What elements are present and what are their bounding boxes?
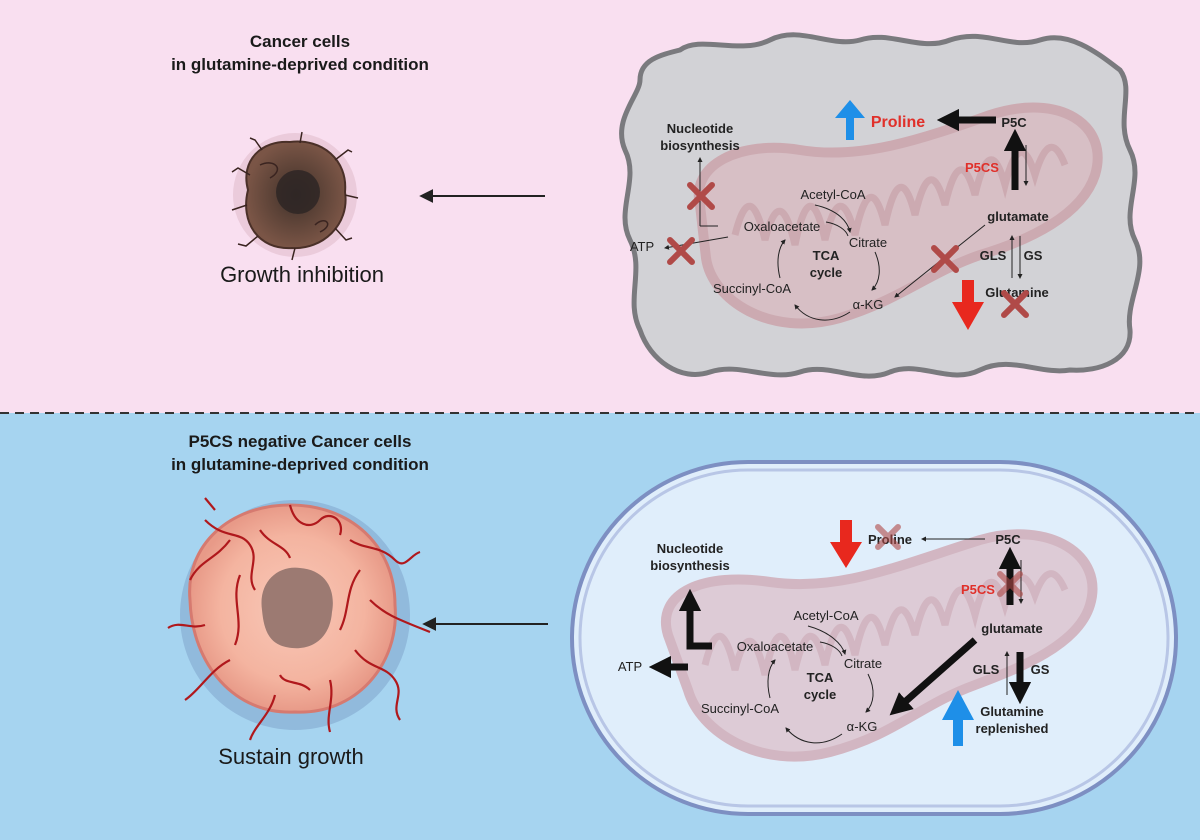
top-acetyl-to-citrate-arrow — [814, 204, 852, 233]
bottom-p5cs: P5CS — [961, 582, 995, 597]
top-oaa-to-citrate-arc — [825, 221, 849, 237]
bottom-proline-down-arrow — [830, 520, 862, 568]
top-nucleotide-inhibit-x — [687, 182, 715, 210]
bottom-p5c: P5C — [995, 532, 1021, 547]
top-p5c: P5C — [1001, 115, 1027, 130]
top-glutamate: glutamate — [987, 209, 1048, 224]
growing-tumor-icon — [167, 497, 431, 741]
bottom-pathway: Nucleotide biosynthesis Oxaloacetate Ace… — [618, 520, 1050, 746]
bottom-cell-inner-membrane — [578, 468, 1170, 808]
top-glutamine: Glutamine — [985, 285, 1049, 300]
bottom-glutamate-to-akg-thick-arrow — [889, 637, 978, 716]
bottom-atp: ATP — [618, 659, 642, 674]
bottom-gls: GLS — [973, 662, 1000, 677]
top-atp: ATP — [630, 239, 654, 254]
top-citrate-to-akg-arrow — [871, 251, 880, 291]
bottom-title-line2: in glutamine-deprived condition — [171, 455, 429, 474]
top-gs: GS — [1024, 248, 1043, 263]
bottom-acetyl-coa: Acetyl-CoA — [793, 608, 858, 623]
top-tca-line2: cycle — [810, 265, 843, 280]
top-p5cs: P5CS — [965, 160, 999, 175]
top-title-line1: Cancer cells — [250, 32, 350, 51]
top-proline: Proline — [871, 114, 925, 131]
bottom-acetyl-to-citrate-arrow — [807, 625, 847, 655]
top-glutamine-down-arrow — [952, 280, 984, 330]
bottom-oaa-to-citrate-arc — [819, 641, 843, 657]
top-succinyl-coa: Succinyl-CoA — [713, 281, 791, 296]
top-succinyl-to-oaa-arrow — [777, 239, 786, 279]
bottom-mitochondrion — [661, 529, 1098, 762]
bottom-oxaloacetate: Oxaloacetate — [737, 639, 814, 654]
top-citrate: Citrate — [849, 235, 887, 250]
bottom-glutamine-line1: Glutamine — [980, 704, 1044, 719]
bottom-glutamine-up-arrow — [942, 690, 974, 746]
bottom-proline-inhibit-x — [875, 524, 901, 550]
bottom-citrate: Citrate — [844, 656, 882, 671]
bottom-succinyl-coa: Succinyl-CoA — [701, 701, 779, 716]
bottom-akg-to-succinyl-arrow — [785, 727, 843, 744]
top-inhibit-marks — [667, 182, 1029, 318]
top-akg: α-KG — [853, 297, 884, 312]
bottom-tca-line2: cycle — [804, 687, 837, 702]
bottom-outcome-label: Sustain growth — [218, 744, 364, 769]
bottom-succinyl-to-oaa-arrow — [767, 659, 776, 699]
bottom-title-line1: P5CS negative Cancer cells — [188, 432, 411, 451]
top-acetyl-coa: Acetyl-CoA — [800, 187, 865, 202]
bottom-akg: α-KG — [847, 719, 878, 734]
bottom-nucleotide-line1: Nucleotide — [657, 541, 723, 556]
top-title-line2: in glutamine-deprived condition — [171, 55, 429, 74]
top-outcome-label: Growth inhibition — [220, 262, 384, 287]
inhibited-tumor-icon — [231, 131, 359, 261]
bottom-inhibit-marks — [875, 524, 1023, 597]
top-nucleotide-line2: biosynthesis — [660, 138, 739, 153]
top-oxaloacetate: Oxaloacetate — [744, 219, 821, 234]
bottom-citrate-to-akg-arrow — [865, 673, 874, 713]
top-nucleotide-line1: Nucleotide — [667, 121, 733, 136]
bottom-nucleotide-line2: biosynthesis — [650, 558, 729, 573]
bottom-gs: GS — [1031, 662, 1050, 677]
top-proline-up-arrow — [835, 100, 865, 140]
bottom-glutamine-line2: replenished — [976, 721, 1049, 736]
bottom-oaa-to-nucleotide-thick-arrow — [678, 588, 712, 650]
bottom-p5cs-inhibit-x — [997, 571, 1023, 597]
top-glutamate-inhibit-x — [931, 245, 959, 273]
top-atp-inhibit-x — [667, 237, 695, 265]
top-tca-line1: TCA — [813, 248, 840, 263]
bottom-tca-line1: TCA — [807, 670, 834, 685]
top-akg-to-succinyl-arrow — [794, 304, 851, 321]
top-pathway: Nucleotide biosynthesis Oxaloacetate Ace… — [630, 100, 1049, 330]
top-gls: GLS — [980, 248, 1007, 263]
bottom-glutamate: glutamate — [981, 621, 1042, 636]
top-glutamine-inhibit-x — [1001, 290, 1029, 318]
